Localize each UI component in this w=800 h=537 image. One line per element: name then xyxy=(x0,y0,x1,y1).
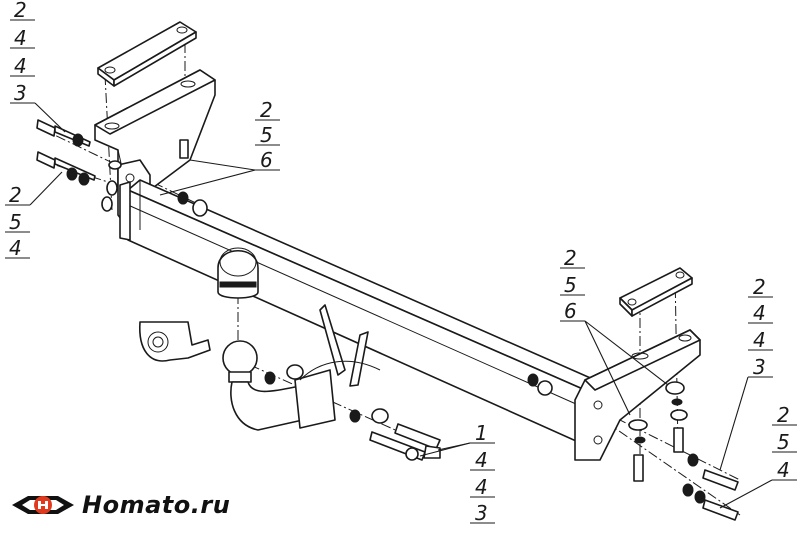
cross-beam xyxy=(119,179,596,446)
callout-mid-left: 2 5 4 xyxy=(9,183,22,260)
logo-text: Homato.ru xyxy=(82,491,231,519)
callout-number: 3 xyxy=(475,501,488,525)
tow-ball-cover xyxy=(217,247,259,299)
callout-number: 1 xyxy=(475,421,488,445)
callout-number: 5 xyxy=(9,210,22,234)
callout-number: 4 xyxy=(777,458,790,482)
callout-far-right-lower: 2 5 4 xyxy=(777,403,790,482)
callout-top-left: 2 4 4 3 xyxy=(14,0,27,105)
leader-lines xyxy=(5,19,797,524)
callout-number: 5 xyxy=(564,273,577,297)
callout-number: 3 xyxy=(753,355,766,379)
callout-number: 6 xyxy=(260,148,273,172)
callout-number: 4 xyxy=(14,26,27,50)
callout-number: 2 xyxy=(564,246,577,270)
towbar-logo-icon xyxy=(12,496,74,514)
left-mounting-plate xyxy=(97,21,197,87)
homato-logo[interactable]: Homato.ru xyxy=(10,487,230,523)
callout-number: 4 xyxy=(475,448,488,472)
socket-bracket xyxy=(139,321,211,362)
right-mounting-plate xyxy=(619,267,693,317)
callout-number: 4 xyxy=(753,301,766,325)
callout-number: 3 xyxy=(14,81,27,105)
bolt-set-right xyxy=(527,373,739,521)
callout-number: 4 xyxy=(14,54,27,78)
tow-ball xyxy=(222,304,381,431)
right-bracket xyxy=(574,329,701,461)
callout-number: 4 xyxy=(9,236,22,260)
callout-number: 2 xyxy=(9,183,22,207)
callout-bottom-center: 1 4 4 3 xyxy=(475,421,488,525)
callout-number: 2 xyxy=(260,98,273,122)
callout-number: 2 xyxy=(14,0,27,22)
callout-number: 4 xyxy=(475,475,488,499)
callout-right-bracket: 2 5 6 xyxy=(564,246,577,323)
callout-number: 5 xyxy=(777,430,790,454)
callout-far-right-upper: 2 4 4 3 xyxy=(753,275,766,379)
callout-number: 4 xyxy=(753,328,766,352)
bolt-set-center xyxy=(264,364,441,461)
callout-number: 2 xyxy=(777,403,790,427)
callout-upper-center: 2 5 6 xyxy=(260,98,273,172)
callout-number: 6 xyxy=(564,299,577,323)
callout-number: 5 xyxy=(260,123,273,147)
callout-number: 2 xyxy=(753,275,766,299)
